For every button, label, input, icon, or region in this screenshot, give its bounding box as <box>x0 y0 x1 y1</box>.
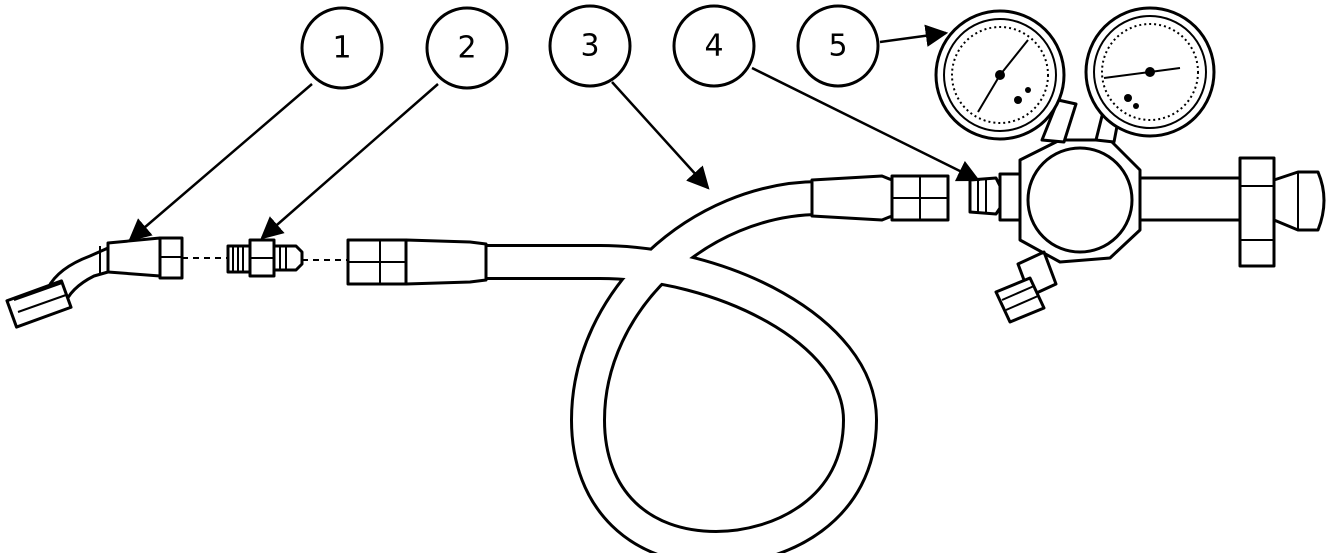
left-gauge <box>934 9 1066 141</box>
part-1-angled-connector <box>5 236 184 329</box>
part-3-hose <box>346 174 950 553</box>
part-4-regulator <box>968 98 1326 324</box>
callout-1-label: 1 <box>332 31 351 66</box>
right-gauge <box>1084 6 1216 138</box>
callout-2-label: 2 <box>457 31 476 66</box>
leader-5 <box>879 24 949 47</box>
callout-4-label: 4 <box>704 29 723 64</box>
part-2-flare-adapter <box>226 238 304 278</box>
callout-5-label: 5 <box>828 29 847 64</box>
leader-2 <box>260 83 439 240</box>
part-5-gauges <box>934 6 1216 141</box>
leader-4 <box>751 66 981 182</box>
callout-5: 5 <box>796 4 880 88</box>
leader-3 <box>611 81 710 190</box>
callout-2: 2 <box>425 6 509 90</box>
callout-1: 1 <box>300 6 384 90</box>
callout-3: 3 <box>548 4 632 88</box>
leader-1 <box>128 83 313 242</box>
callout-3-label: 3 <box>580 29 599 64</box>
callout-4: 4 <box>672 4 756 88</box>
